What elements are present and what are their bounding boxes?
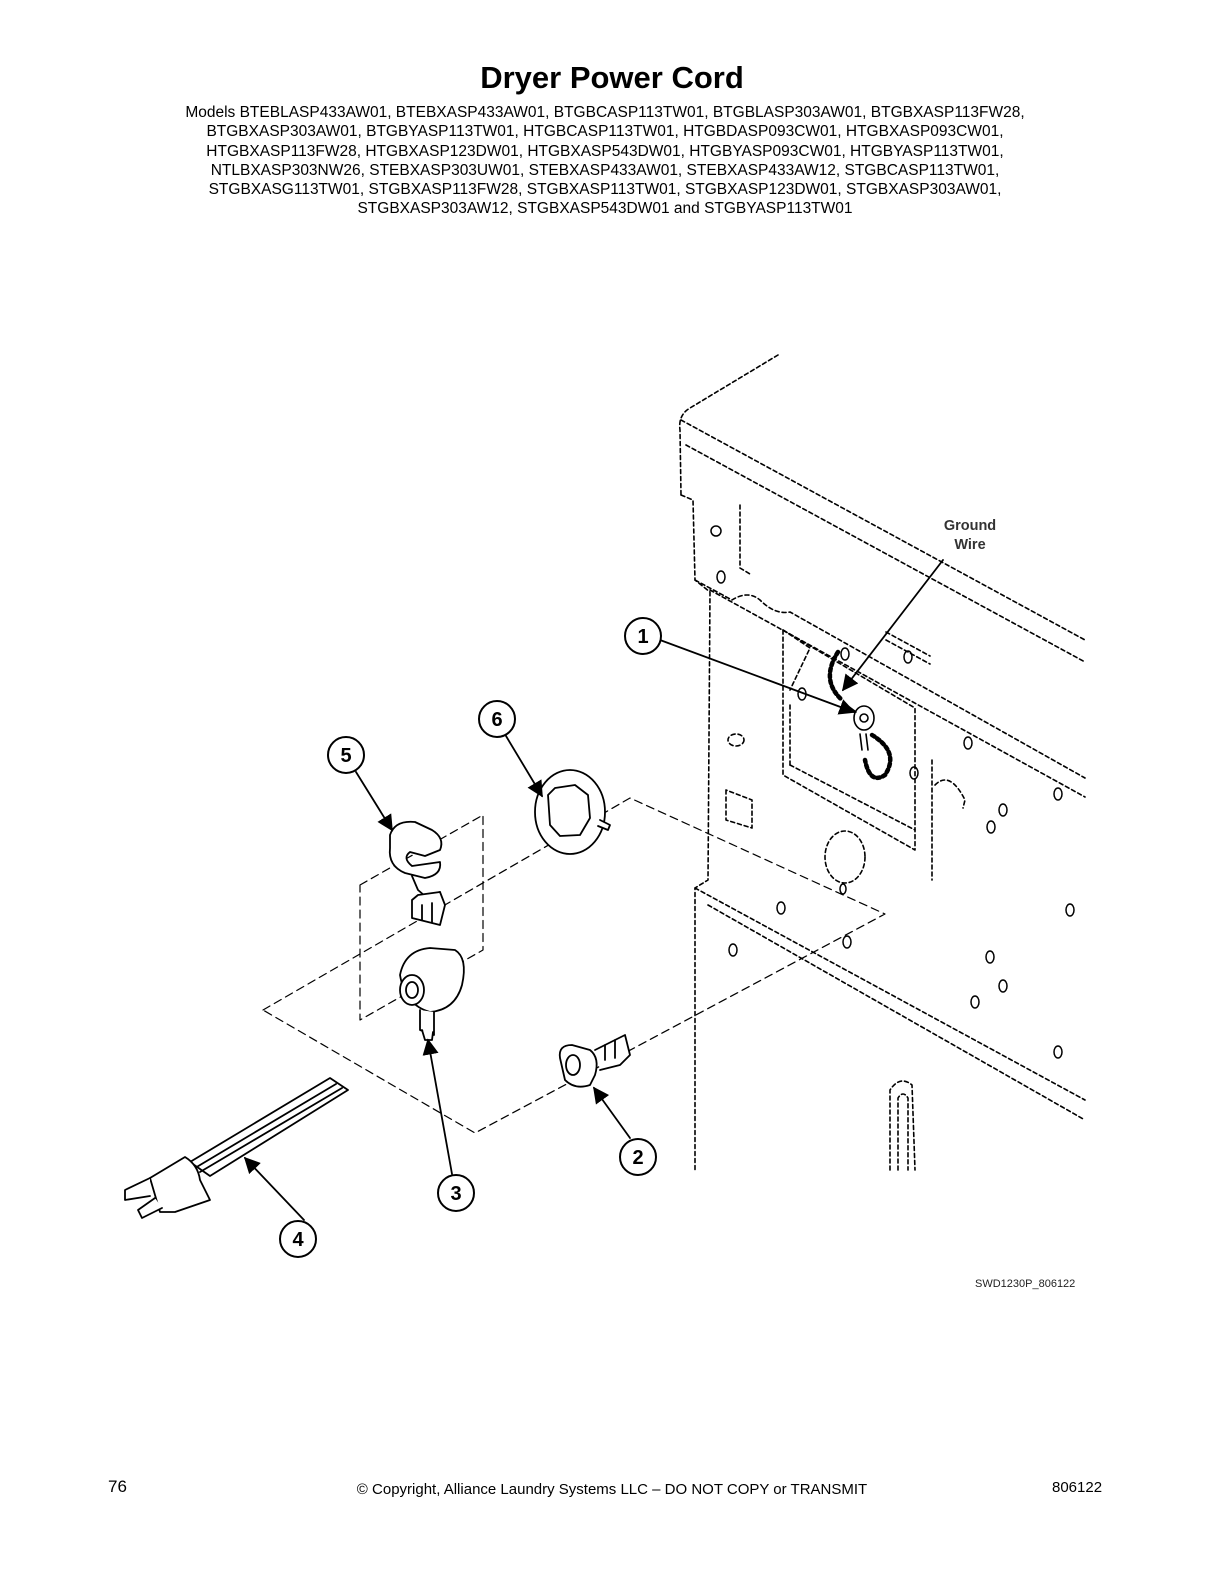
document-number: 806122 bbox=[1052, 1479, 1103, 1496]
callout-6: 6 bbox=[478, 700, 516, 738]
terminal-screw bbox=[847, 705, 875, 751]
callout-2: 2 bbox=[619, 1138, 657, 1176]
ground-wire bbox=[827, 649, 893, 781]
callout-number: 1 bbox=[637, 626, 648, 648]
model-list-line: BTGBXASP303AW01, BTGBYASP113TW01, HTGBCA… bbox=[206, 123, 1004, 141]
model-list-line: STGBXASG113TW01, STGBXASP113FW28, STGBXA… bbox=[208, 181, 1002, 199]
figure-id: SWD1230P_806122 bbox=[975, 1278, 1076, 1290]
model-list: Models BTEBLASP433AW01, BTEBXASP433AW01,… bbox=[100, 103, 1110, 219]
callout-3: 3 bbox=[437, 1174, 475, 1212]
model-list-line: STGBXASP303AW12, STGBXASP543DW01 and STG… bbox=[357, 200, 853, 218]
strain-relief-clip bbox=[558, 1034, 631, 1088]
leader-2 bbox=[593, 1086, 631, 1139]
ground-wire-label-line2: Wire bbox=[954, 537, 985, 553]
callout-number: 4 bbox=[292, 1229, 304, 1251]
connector-body bbox=[399, 947, 465, 1041]
assembly-outline bbox=[262, 797, 886, 1134]
ground-wire-label-line1: Ground bbox=[944, 518, 996, 534]
strain-relief-bushing bbox=[388, 820, 446, 926]
page-number: 76 bbox=[108, 1477, 127, 1496]
model-list-line: HTGBXASP113FW28, HTGBXASP123DW01, HTGBXA… bbox=[206, 142, 1004, 160]
model-list-line: Models BTEBLASP433AW01, BTEBXASP433AW01,… bbox=[185, 104, 1025, 121]
callout-4: 4 bbox=[279, 1220, 317, 1258]
leader-4 bbox=[243, 1156, 305, 1221]
power-cord bbox=[124, 1077, 349, 1219]
model-list-line: NTLBXASP303NW26, STEBXASP303UW01, STEBXA… bbox=[210, 161, 1000, 179]
callout-number: 3 bbox=[450, 1183, 461, 1205]
callout-5: 5 bbox=[327, 736, 365, 774]
leader-ground bbox=[842, 559, 944, 692]
dryer-cabinet bbox=[678, 354, 1086, 1171]
callout-number: 5 bbox=[340, 745, 351, 767]
copyright-notice: © Copyright, Alliance Laundry Systems LL… bbox=[356, 1481, 868, 1498]
cabinet-holes bbox=[710, 525, 1075, 1059]
lock-plate bbox=[534, 769, 611, 855]
leader-3 bbox=[422, 1038, 453, 1175]
callout-number: 6 bbox=[491, 709, 502, 731]
leader-lines bbox=[243, 559, 944, 1221]
page-title: Dryer Power Cord bbox=[480, 60, 744, 95]
callout-1: 1 bbox=[624, 617, 662, 655]
leader-1 bbox=[659, 639, 856, 715]
leader-6 bbox=[505, 735, 543, 798]
callout-number: 2 bbox=[632, 1147, 643, 1169]
leader-5 bbox=[355, 771, 393, 832]
